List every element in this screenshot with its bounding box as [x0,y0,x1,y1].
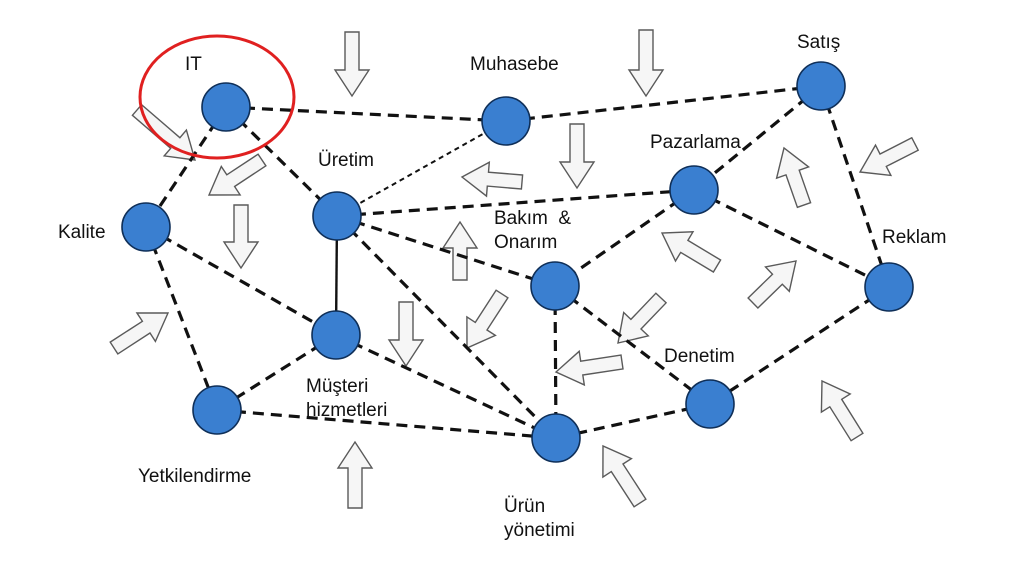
hollow-arrow-icon [460,160,524,198]
nodes-layer [121,61,914,463]
edge-musteri-urun [335,333,557,440]
edge-pazarlama-reklam [693,188,890,289]
edge-yetkilendirme-urun [216,408,557,440]
label-satis: Satış [797,32,840,53]
hollow-arrow-icon [207,153,267,196]
node-reklam [864,262,914,312]
node-yetkilendirme [192,385,242,435]
node-musteri [311,310,361,360]
hollow-arrow-icon [441,220,479,281]
label-it: IT [185,54,202,75]
edge-uretim-bakim [336,214,556,288]
edge-uretim-pazarlama [336,188,695,218]
hollow-arrow-icon [820,379,864,442]
hollow-arrow-icon [858,136,920,177]
label-bakim: Bakım &Onarım [494,208,571,253]
label-reklam: Reklam [882,227,946,248]
label-denetim: Denetim [664,346,735,367]
hollow-arrow-icon [775,146,812,209]
edge-it-uretim [224,105,339,218]
label-muhasebe: Muhasebe [470,54,559,75]
hollow-arrow-icon [466,289,509,350]
hollow-arrow-icon [554,349,624,387]
hollow-arrow-icon [333,31,371,98]
edge-kalite-musteri [145,225,337,337]
edge-bakim-urun [553,285,558,439]
node-it [201,82,251,132]
edge-uretim-urun [335,214,558,440]
edge-pazarlama-bakim [554,188,695,288]
hollow-arrow-icon [602,444,647,508]
node-satis [796,61,846,111]
hollow-arrow-icon [627,29,665,98]
node-pazarlama [669,165,719,215]
node-urun [531,413,581,463]
edge-muhasebe-satis [505,84,822,123]
node-kalite [121,202,171,252]
it-highlight-circle [138,34,296,160]
hollow-arrow-icon [558,123,596,190]
hollow-arrow-icon [222,204,260,270]
hollow-arrow-icon [617,292,668,344]
node-uretim [312,191,362,241]
node-bakim [530,261,580,311]
edge-bakim-denetim [554,284,711,406]
edge-denetim-urun [555,402,711,440]
edge-reklam-denetim [709,285,890,406]
edge-satis-pazarlama [692,84,823,192]
edge-it-muhasebe [225,105,507,123]
hollow-arrow-icon [747,260,797,309]
hollow-arrow-icon [109,312,170,355]
hollow-arrow-icon [387,301,425,368]
arrows-layer [109,29,920,509]
label-pazarlama: Pazarlama [650,132,741,153]
label-kalite: Kalite [58,222,106,243]
edge-kalite-yetkilendirme [144,226,219,411]
node-muhasebe [481,96,531,146]
hollow-arrow-icon [131,103,196,161]
node-denetim [685,379,735,429]
label-yetkilendirme: Yetkilendirme [138,466,251,487]
hollow-arrow-icon [336,440,374,509]
label-uretim: Üretim [318,150,374,171]
hollow-arrow-icon [660,231,722,273]
